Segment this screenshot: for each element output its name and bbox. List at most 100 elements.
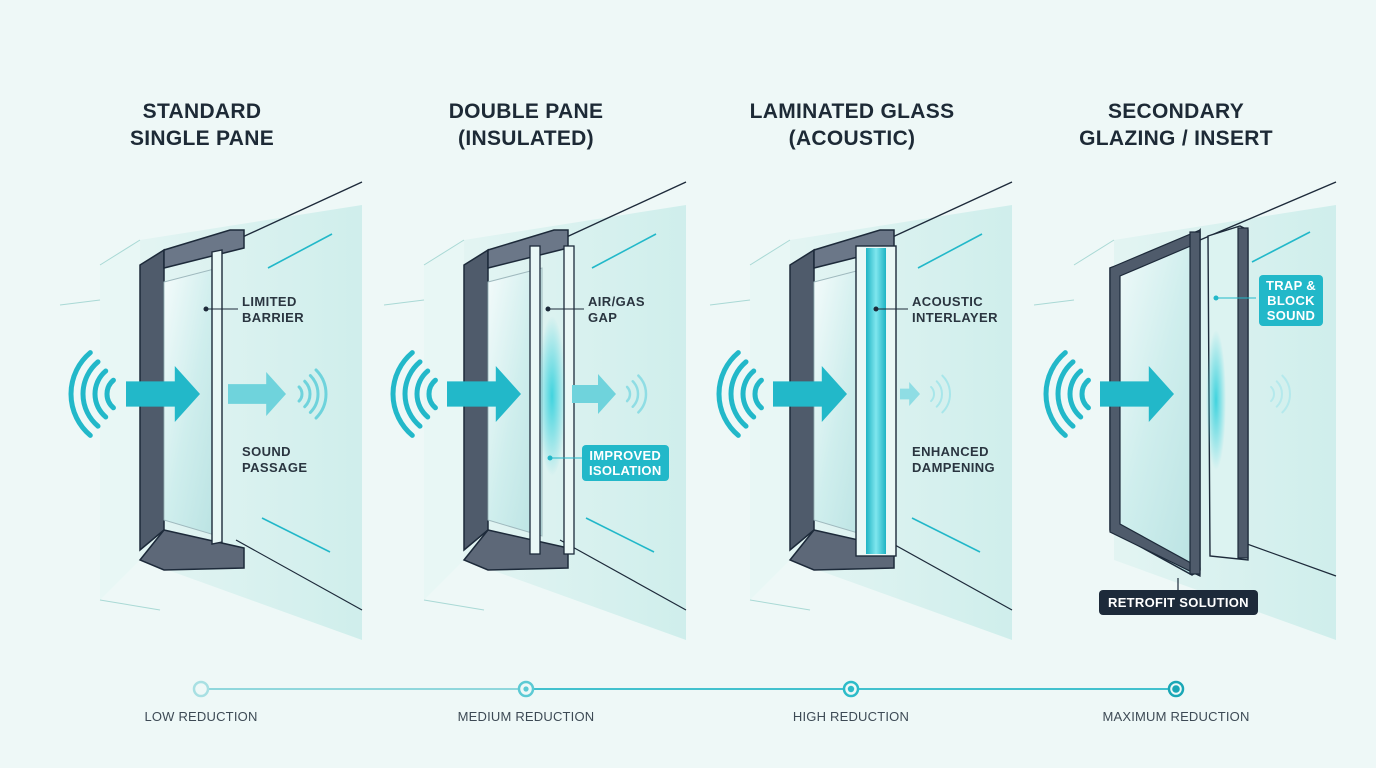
panel-2-title-line-1: DOUBLE PANE	[448, 100, 604, 123]
callout-dot	[547, 455, 553, 461]
sound-wave-arc	[935, 380, 943, 408]
gap-glow	[538, 316, 566, 476]
sound-wave-arc	[92, 368, 109, 420]
incoming-sound-waves	[390, 350, 438, 438]
reduction-timeline	[192, 680, 1185, 698]
timeline-label-medium: MEDIUM REDUCTION	[457, 709, 595, 724]
wall-accent-line	[267, 233, 333, 269]
enhanced-dampening-label: ENHANCED DAMPENING	[912, 444, 995, 476]
wall-edge-line	[423, 599, 485, 611]
secondary-insert-edge	[1237, 227, 1249, 559]
incoming-sound-waves	[68, 350, 116, 438]
inner-glass	[487, 267, 543, 537]
timeline-label-high: HIGH REDUCTION	[792, 709, 910, 724]
sound-wave-arc	[752, 377, 764, 411]
trap-block-sound-line-1: TRAP &	[1266, 278, 1316, 293]
acoustic-interlayer-line-1: ACOUSTIC	[912, 294, 984, 309]
panel-2-title-line-2: (INSULATED)	[458, 127, 594, 150]
incoming-sound-arrow	[126, 366, 200, 422]
sound-wave-arc	[625, 385, 632, 403]
wall-edge-line	[749, 599, 811, 611]
improved-isolation-line-1: IMPROVED	[589, 448, 662, 463]
insert-glow	[1206, 330, 1226, 470]
timeline-node	[192, 680, 210, 698]
sound-wave-arc	[1055, 359, 1076, 429]
wall-side	[750, 240, 790, 600]
panel-1-title-line-1: STANDARD	[142, 100, 262, 123]
sound-passage-line-1: SOUND	[242, 444, 291, 459]
passing-sound-arrow	[900, 382, 920, 406]
wall-edge-line	[383, 299, 425, 306]
sound-wave-arc	[390, 350, 415, 438]
wall-edge-line	[1235, 539, 1337, 577]
sound-wave-arc	[1270, 385, 1275, 403]
passing-sound-arrow	[572, 374, 616, 414]
retrofit-solution-badge: RETROFIT SOLUTION	[1099, 590, 1258, 615]
frame-top	[813, 229, 895, 269]
sound-passage-line-2: PASSAGE	[242, 460, 308, 475]
panel-2-title: DOUBLE PANE (INSULATED)	[376, 98, 676, 152]
sound-wave-arc	[68, 350, 93, 438]
sound-wave-arc	[1275, 380, 1283, 408]
outgoing-sound-waves	[625, 374, 648, 414]
wall-edge-line	[885, 539, 1013, 611]
frame-bottom	[138, 529, 245, 571]
wall-edge-line	[1033, 299, 1075, 306]
sound-wave-arc	[930, 385, 935, 403]
timeline-label-low: LOW REDUCTION	[144, 709, 258, 724]
wall-edge-line	[1073, 239, 1115, 266]
sound-wave-arc	[104, 377, 116, 411]
incoming-sound-arrow	[773, 366, 847, 422]
enhanced-dampening-line-1: ENHANCED	[912, 444, 989, 459]
trap-block-sound-badge: TRAP & BLOCK SOUND	[1259, 275, 1323, 326]
wall-edge-line	[559, 539, 687, 611]
incoming-sound-waves	[716, 350, 764, 438]
sound-wave-arc	[303, 379, 312, 409]
panel-4-title-line-1: SECONDARY	[1107, 100, 1245, 123]
frame-top	[487, 229, 569, 269]
sound-wave-arc	[308, 374, 320, 414]
incoming-sound-arrow	[447, 366, 521, 422]
trap-block-sound-line-2: BLOCK	[1267, 293, 1315, 308]
panel-3-window-frame	[788, 229, 895, 571]
wall-accent-line	[261, 517, 331, 553]
panel-4-title: SECONDARY GLAZING / INSERT	[1026, 98, 1326, 152]
panel-1-title: STANDARD SINGLE PANE	[52, 98, 352, 152]
sound-wave-arc	[1281, 374, 1291, 414]
sound-wave-arc	[716, 350, 741, 438]
sound-wave-arc	[1043, 350, 1068, 438]
sound-wave-arc	[740, 368, 757, 420]
sound-wave-arc	[426, 377, 438, 411]
wall-edge-line	[559, 181, 687, 241]
panel-3-title-line-2: (ACOUSTIC)	[788, 127, 916, 150]
air-gas-gap-label: AIR/GAS GAP	[588, 294, 645, 326]
wall-accent-line	[911, 517, 981, 553]
sound-wave-arc	[80, 359, 101, 429]
frame-top	[163, 229, 245, 269]
outgoing-sound-waves	[297, 368, 328, 420]
wall-side	[424, 240, 464, 600]
sound-wave-arc	[297, 385, 304, 403]
improved-isolation-line-2: ISOLATION	[589, 463, 662, 478]
primary-window-edge	[1189, 231, 1201, 575]
wall-accent-line	[1251, 231, 1311, 263]
wall-edge-line	[885, 181, 1013, 241]
wall-edge-line	[235, 539, 363, 611]
sound-wave-arc	[728, 359, 749, 429]
wall-accent-line	[917, 233, 983, 269]
frame-bottom	[462, 529, 569, 571]
acoustic-interlayer-label: ACOUSTIC INTERLAYER	[912, 294, 998, 326]
wall-edge-line	[235, 181, 363, 241]
sound-wave-arc	[941, 374, 951, 414]
outgoing-sound-waves	[1270, 374, 1291, 414]
timeline-node-core	[523, 686, 529, 692]
incoming-sound-waves	[1043, 350, 1091, 438]
sound-wave-arc	[1079, 377, 1091, 411]
limited-barrier-label: LIMITED BARRIER	[242, 294, 304, 326]
wall-edge-line	[423, 239, 465, 266]
limited-barrier-line-1: LIMITED	[242, 294, 297, 309]
improved-isolation-badge: IMPROVED ISOLATION	[582, 445, 669, 481]
outgoing-sound-waves	[930, 374, 951, 414]
sound-wave-arc	[402, 359, 423, 429]
